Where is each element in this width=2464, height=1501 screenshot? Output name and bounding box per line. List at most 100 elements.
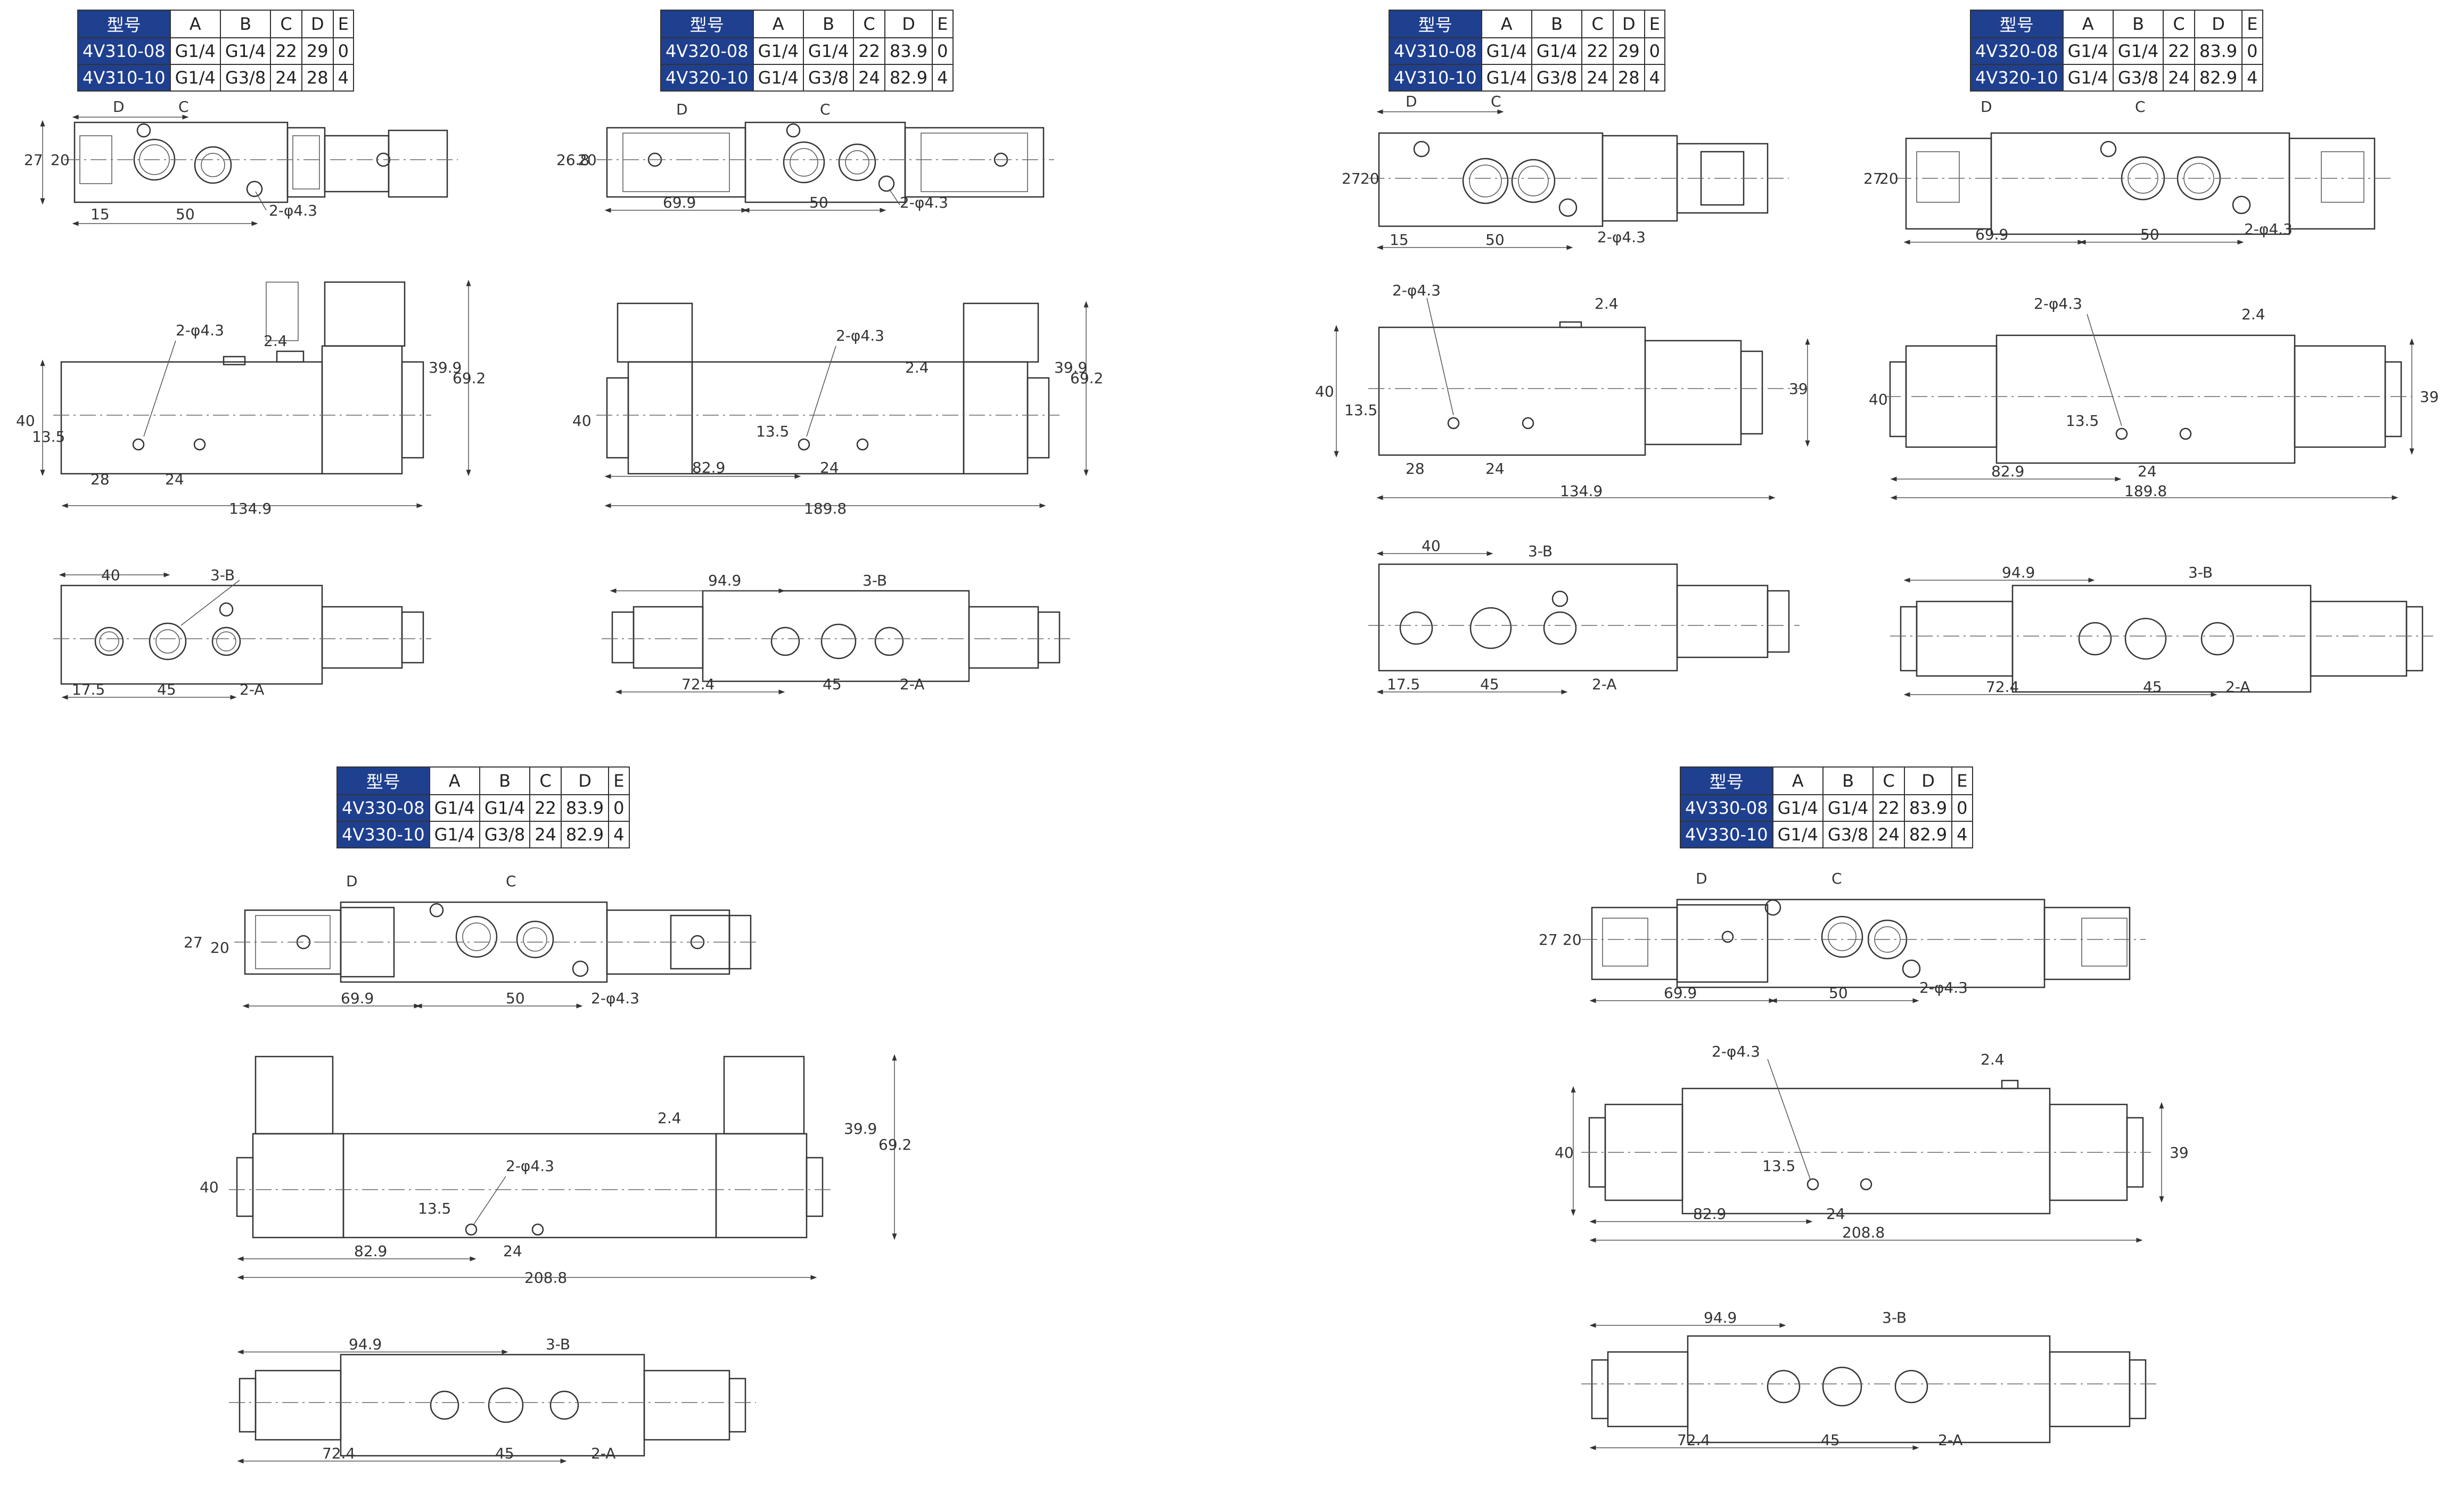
dim-label: C [2135,98,2146,116]
col-c: C [270,10,302,38]
dim-label: 50 [176,205,195,223]
col-model: 型号 [336,766,430,795]
spec-table-4v320-left: 型号 A B C D E 4V320-08 G1/4 G1/4 22 83.9 … [660,10,954,92]
model-cell: 4V330-10 [1680,821,1773,848]
dim-label: 69.9 [1975,226,2008,243]
dim-label: 24 [1485,460,1505,477]
front-view [53,281,431,475]
col-c: C [1581,10,1614,38]
col-c: C [853,10,885,38]
dim-label: 50 [809,194,828,211]
dim-label: 39 [1789,380,1808,398]
table-cell: 4 [932,64,954,92]
dim-label: D [1981,98,1992,116]
dim-label: 134.9 [1560,482,1603,500]
col-model: 型号 [1389,10,1482,38]
dim-label: 2-A [240,681,264,698]
col-e: E [932,10,954,38]
col-d: D [301,10,334,38]
dim-label: 17.5 [1387,675,1420,693]
dim-label: C [1831,870,1842,887]
model-cell: 4V330-08 [336,794,430,822]
col-model: 型号 [77,10,171,38]
dim-label: 39.9 [844,1120,877,1137]
dim-label: D [1696,870,1707,887]
dim-label: 72.4 [322,1445,355,1462]
dim-label: 72.4 [681,675,714,693]
dim-label: 69.2 [1070,369,1103,387]
table-cell: 29 [301,37,334,65]
dim-label: 72.4 [1986,678,2019,696]
table-cell: G3/8 [219,64,272,92]
table-cell: 0 [608,794,630,822]
col-b: B [802,10,855,38]
dim-label: 50 [1485,231,1505,249]
dim-label: 72.4 [1677,1431,1710,1449]
table-cell: 0 [1644,37,1665,65]
front-view [229,1055,831,1239]
spec-table-4v310-left: 型号 A B C D E 4V310-08 G1/4 G1/4 22 29 0 … [77,10,354,92]
dim-label: 39.9 [429,359,462,376]
table-cell: 4 [2241,64,2263,92]
model-cell: 4V310-08 [77,37,171,65]
dim-label: 27 [24,151,43,169]
dim-label: 3-B [546,1335,570,1353]
dim-label: 2.4 [2241,306,2265,323]
table-cell: G3/8 [479,821,531,848]
table-cell: G1/4 [1822,794,1874,822]
dim-label: 2-φ4.3 [269,202,317,219]
dim-label: 27 [1863,170,1883,187]
col-c: C [2163,10,2195,38]
dim-label: 13.5 [1762,1157,1795,1175]
dim-label: 94.9 [1704,1309,1737,1326]
dim-label: 20 [578,151,597,169]
dim-label: 15 [91,205,110,223]
dim-label: 2.4 [1981,1051,2005,1068]
dim-label: 40 [1555,1144,1574,1161]
dim-label: D [113,98,125,116]
dim-label: 45 [823,675,842,693]
dim-label: 13.5 [1344,401,1377,419]
dim-label: 94.9 [349,1335,382,1353]
dim-label: 39.9 [1054,359,1087,376]
dim-label: 2.4 [658,1109,681,1127]
col-b: B [479,766,531,795]
col-d: D [560,766,610,795]
dim-label: 27 [1539,931,1558,949]
table-cell: G1/4 [1481,64,1532,92]
dim-label: 3-B [1528,542,1553,560]
dim-label: 94.9 [708,572,741,589]
dim-label: 3-B [1882,1309,1907,1326]
table-cell: G1/4 [219,37,272,65]
dim-label: 69.9 [663,194,696,211]
table-cell: 4 [1644,64,1665,92]
dim-label: C [178,98,189,116]
table-cell: 28 [301,64,334,92]
table-cell: 4 [608,821,630,848]
dim-label: 50 [2140,226,2159,243]
dim-label: 20 [1563,931,1582,949]
col-c: C [1872,766,1905,795]
dim-label: 24 [503,1242,522,1260]
table-cell: 24 [529,821,562,848]
table-cell: G1/4 [1531,37,1583,65]
dim-label: 2.4 [1595,295,1619,312]
dim-label: 2-φ4.3 [1597,228,1646,246]
model-cell: 4V320-10 [1970,64,2064,92]
dim-label: 2-φ4.3 [176,321,224,339]
dim-label: 20 [51,151,70,169]
col-d: D [1612,10,1645,38]
dim-label: 2-φ4.3 [591,989,639,1007]
col-d: D [1903,766,1953,795]
col-e: E [1644,10,1665,38]
dim-label: C [1491,93,1501,110]
drawing-4v320-right: D C 27 20 69.9 50 2-φ4.3 2-φ4.3 2.4 39 4… [1863,98,2439,697]
dim-label: 2.4 [264,332,288,350]
top-view [64,121,458,203]
table-cell: 22 [270,37,302,65]
col-e: E [1951,766,1973,795]
model-cell: 4V320-10 [660,64,754,92]
dim-label: 28 [91,471,110,488]
top-view [234,901,756,983]
dim-label: 69.9 [341,989,374,1007]
